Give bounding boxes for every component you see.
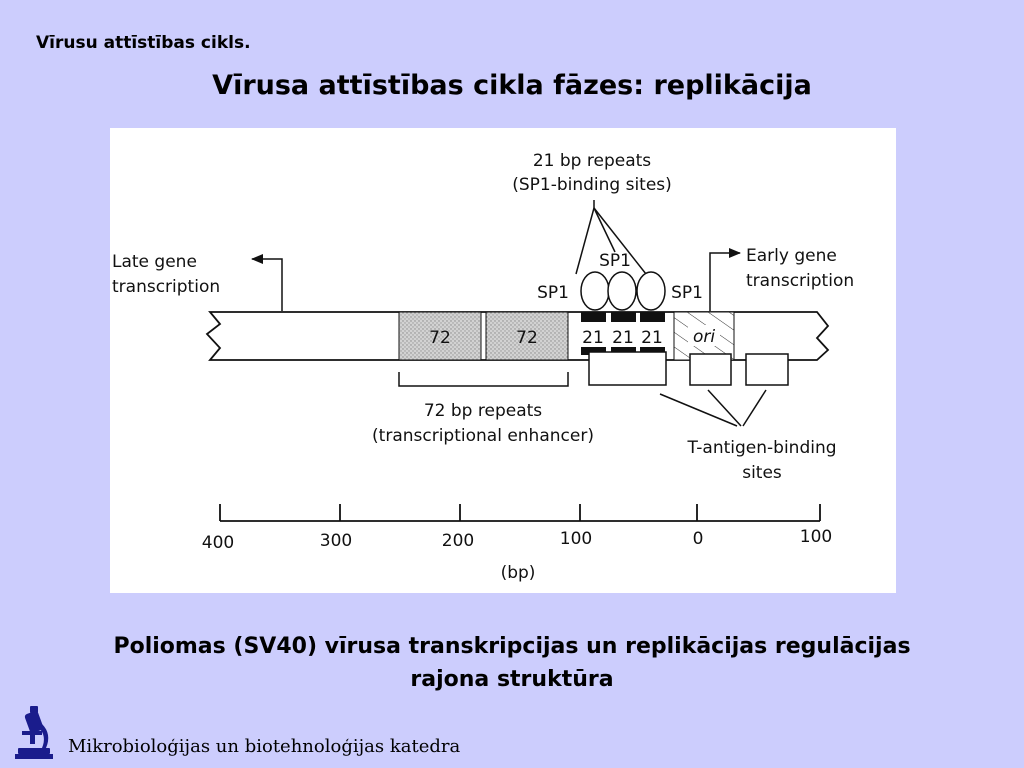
- early-label-line2: transcription: [746, 271, 854, 291]
- sp1-right-label: SP1: [671, 283, 703, 303]
- repeat-21-markers: [581, 312, 665, 355]
- axis-tick-100-right: 100: [800, 527, 832, 547]
- repeat-21-label-1: 21: [582, 328, 604, 348]
- repeat-21-label-3: 21: [641, 328, 663, 348]
- tantigen-label-line2: sites: [742, 463, 782, 483]
- bp-axis: [219, 504, 821, 522]
- ori-label-bg: [688, 325, 720, 346]
- tantigen-label-line1: T-antigen-binding: [686, 438, 836, 458]
- sp1-left-label: SP1: [537, 283, 569, 303]
- tantigen-pointer-lines: [659, 389, 767, 427]
- axis-unit: (bp): [501, 563, 536, 583]
- ori-label: ori: [693, 327, 715, 347]
- axis-tick-400: 400: [202, 533, 234, 553]
- tantigen-boxes: [588, 351, 789, 386]
- early-label-line1: Early gene: [746, 246, 837, 266]
- axis-tick-0: 0: [693, 529, 704, 549]
- microscope-logo-icon: [12, 704, 56, 762]
- enhancer-label-line1: 72 bp repeats: [424, 401, 542, 421]
- axis-tick-100-left: 100: [560, 529, 592, 549]
- caption-line1: Poliomas (SV40) vīrusa transkripcijas un…: [113, 634, 911, 659]
- sp1-top-label: SP1: [599, 251, 631, 271]
- enhancer-box-2: [485, 311, 569, 361]
- axis-tick-300: 300: [320, 531, 352, 551]
- enhancer-label-line2: (transcriptional enhancer): [372, 426, 594, 446]
- early-arrow: [709, 248, 741, 311]
- caption-line2: rajona struktūra: [410, 667, 614, 692]
- sp1-protein-ovals: [580, 271, 666, 311]
- slide-title: Vīrusa attīstības cikla fāzes: replikāci…: [212, 70, 812, 101]
- late-label-line1: Late gene: [112, 252, 197, 272]
- top-label-line1: 21 bp repeats: [533, 151, 651, 171]
- enhancer-bracket: [398, 372, 569, 387]
- enhancer-box-2-label: 72: [516, 328, 538, 348]
- repeat-21-label-2: 21: [612, 328, 634, 348]
- late-arrow: [251, 254, 283, 311]
- enhancer-box-1: [398, 311, 482, 361]
- figure-caption: Poliomas (SV40) vīrusa transkripcijas un…: [0, 630, 1024, 696]
- top-label-pointer-lines: [575, 200, 647, 275]
- late-label-line2: transcription: [112, 277, 220, 297]
- sv40-diagram: 21 bp repeats (SP1-binding sites) SP1 SP…: [110, 128, 896, 593]
- slide-header: Vīrusu attīstības cikls.: [36, 33, 251, 53]
- enhancer-box-1-label: 72: [429, 328, 451, 348]
- footer-department: Mikrobioloģijas un biotehnoloģijas kated…: [68, 736, 461, 757]
- top-label-line2: (SP1-binding sites): [512, 175, 672, 195]
- axis-tick-200: 200: [442, 531, 474, 551]
